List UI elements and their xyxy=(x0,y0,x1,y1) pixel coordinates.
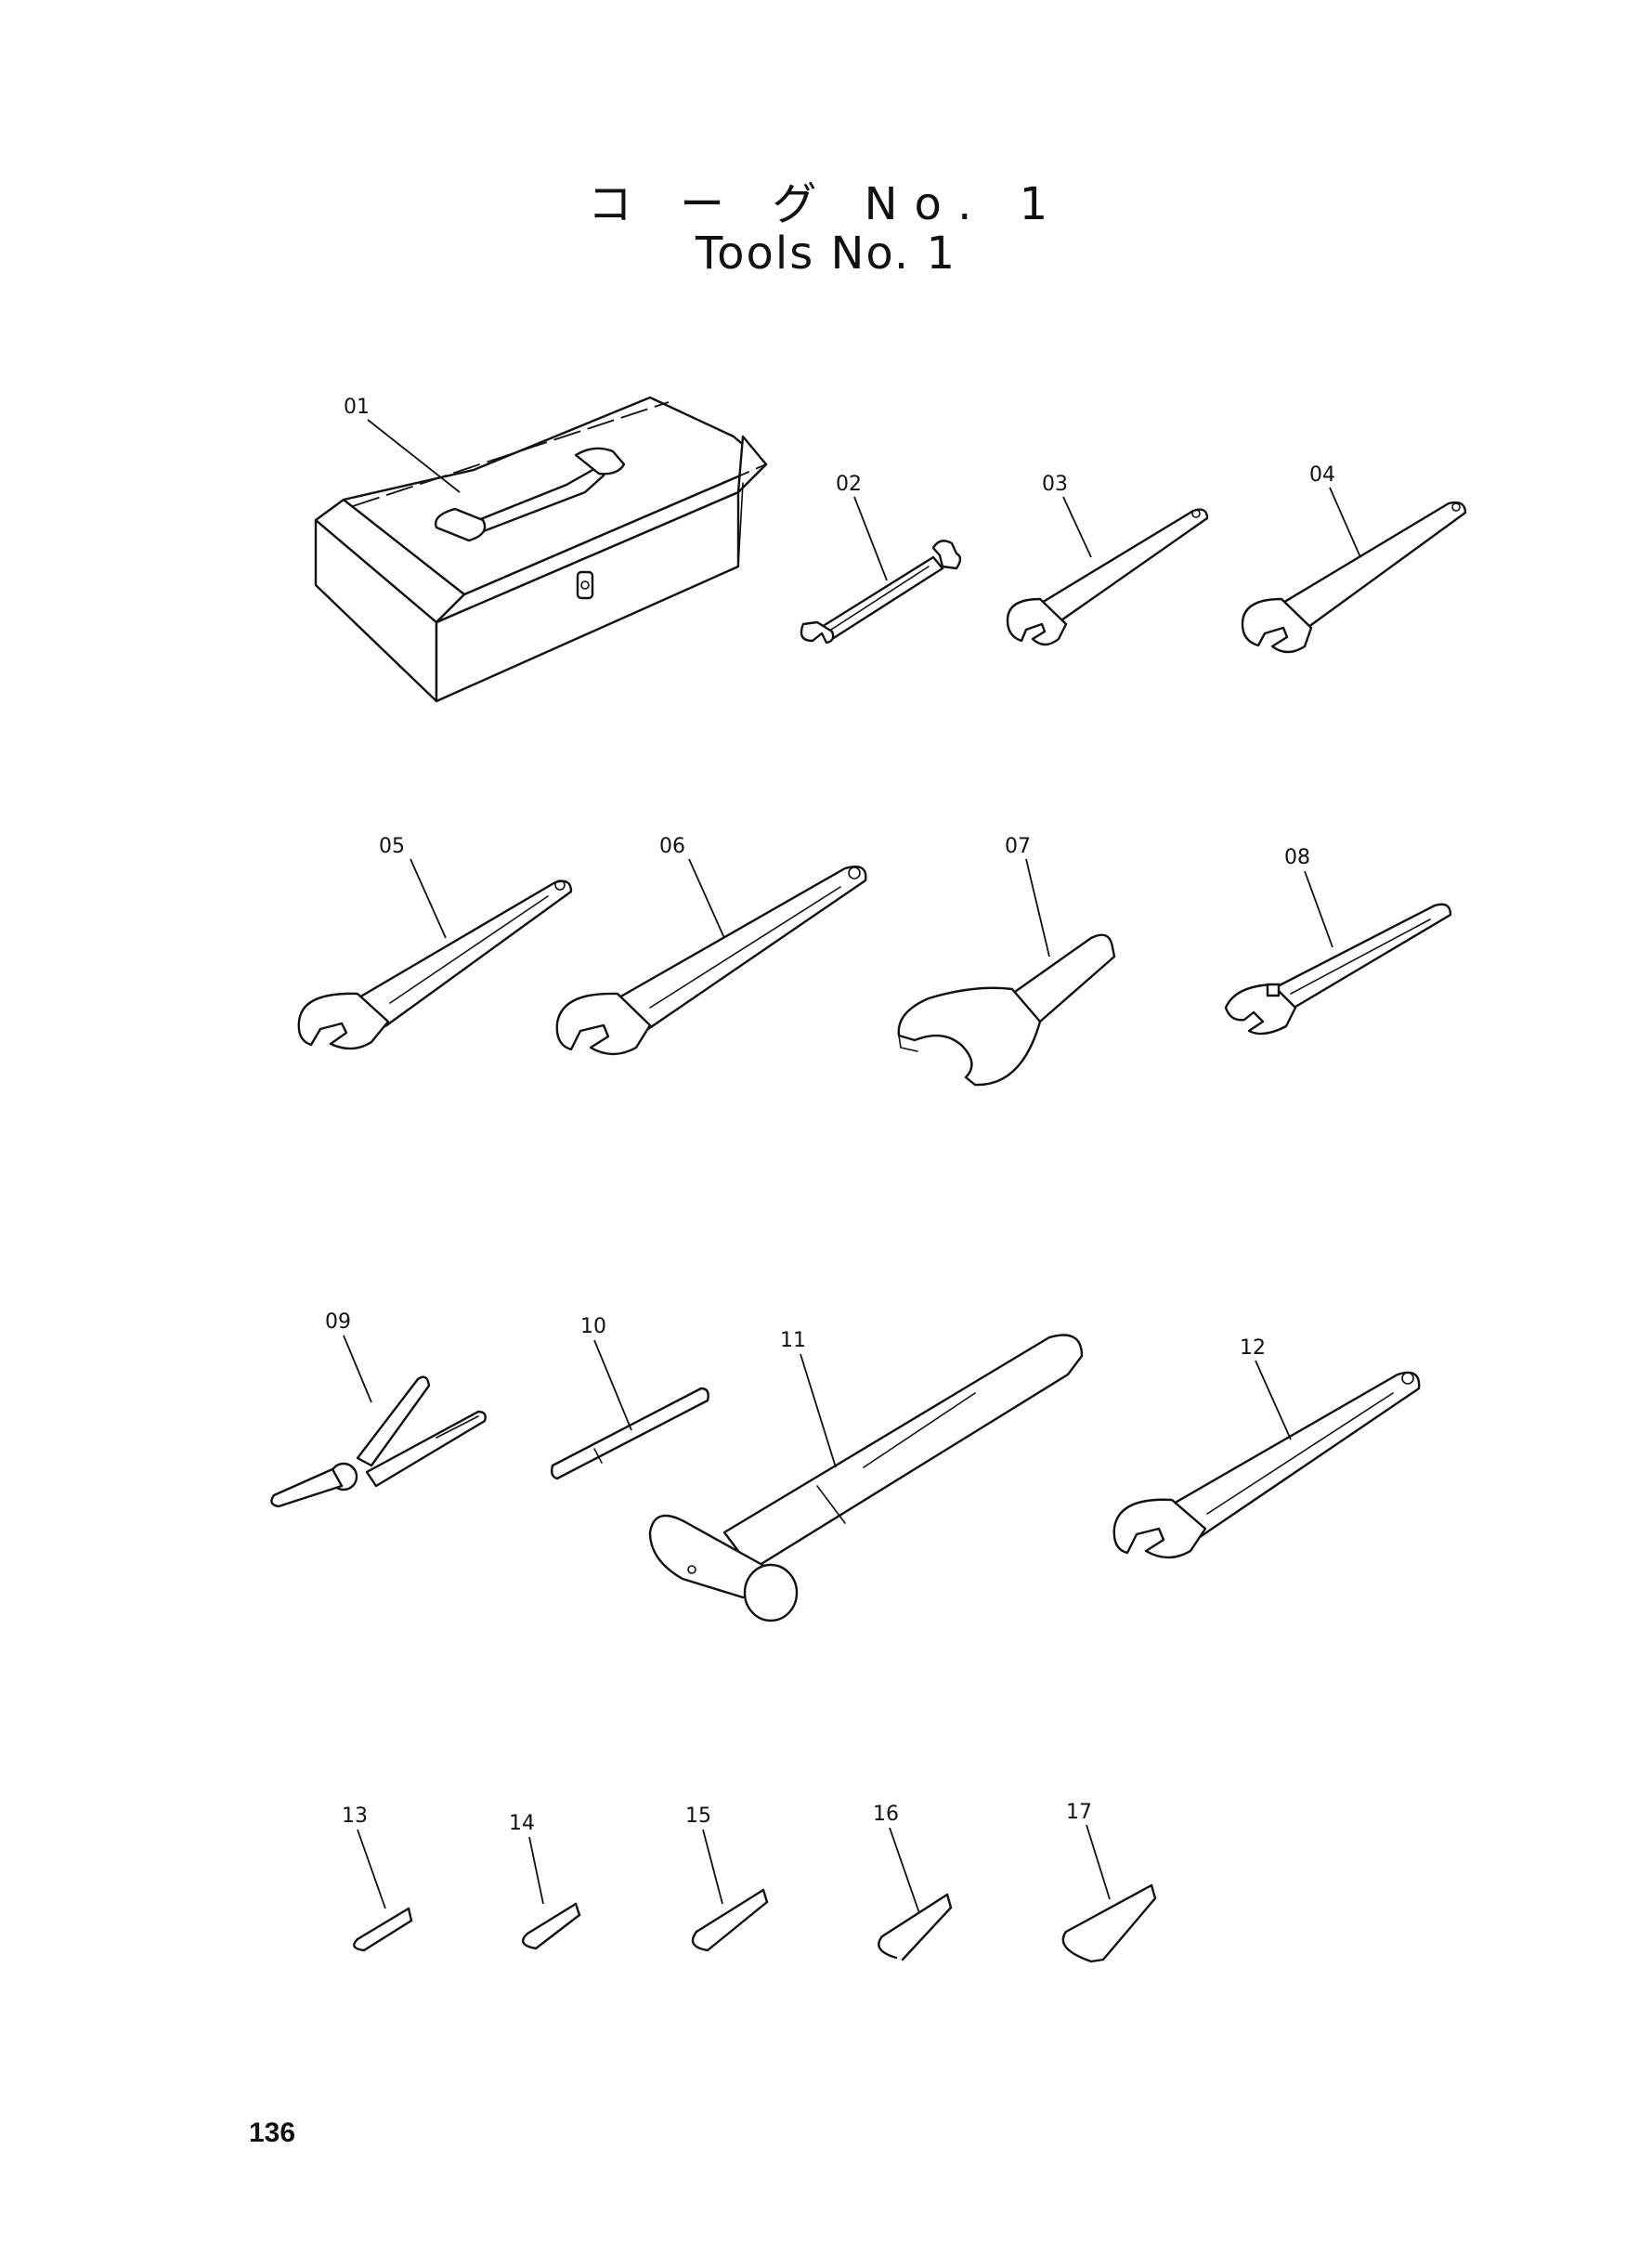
callout-leader-11 xyxy=(800,1353,837,1468)
callout-label-03: 03 xyxy=(1042,473,1068,496)
callout-label-11: 11 xyxy=(780,1329,806,1352)
callout-leader-17 xyxy=(1086,1824,1111,1900)
single-open-end-wrench-icon xyxy=(1241,501,1467,654)
callout-label-01: 01 xyxy=(344,396,370,419)
heavy-open-end-wrench-icon xyxy=(897,933,1116,1087)
callout-label-16: 16 xyxy=(873,1803,899,1826)
callout-label-08: 08 xyxy=(1284,846,1310,869)
hex-key-icon xyxy=(878,1893,953,1961)
pliers-icon xyxy=(270,1375,487,1508)
callout-leader-07 xyxy=(1025,858,1050,958)
callout-label-05: 05 xyxy=(379,835,405,858)
callout-label-15: 15 xyxy=(685,1804,711,1828)
page-title-japanese: コ ー グ No. 1 xyxy=(587,178,1065,230)
screwdriver-icon xyxy=(550,1387,709,1480)
hex-key-icon xyxy=(1061,1883,1157,1963)
callout-leader-03 xyxy=(1062,496,1092,558)
callout-leader-15 xyxy=(702,1829,723,1905)
callout-label-04: 04 xyxy=(1309,463,1335,487)
callout-label-10: 10 xyxy=(580,1315,606,1338)
hex-key-icon xyxy=(691,1888,769,1952)
callout-label-17: 17 xyxy=(1066,1801,1092,1824)
single-open-end-wrench-icon xyxy=(1112,1371,1421,1559)
callout-leader-06 xyxy=(688,858,725,939)
page-title-english: Tools No. 1 xyxy=(696,228,956,280)
hex-key-icon xyxy=(521,1902,581,1950)
callout-leader-16 xyxy=(889,1827,920,1914)
callout-leader-09 xyxy=(343,1335,372,1403)
callout-leader-08 xyxy=(1304,870,1333,948)
callout-label-06: 06 xyxy=(659,835,685,858)
page-number: 136 xyxy=(249,2117,296,2148)
callout-label-02: 02 xyxy=(836,473,862,496)
adjustable-wrench-icon xyxy=(1224,903,1452,1036)
callout-leader-13 xyxy=(357,1829,386,1909)
single-open-end-wrench-icon xyxy=(555,865,867,1056)
callout-label-07: 07 xyxy=(1005,835,1031,858)
callout-label-13: 13 xyxy=(342,1804,368,1828)
callout-leader-14 xyxy=(528,1836,544,1905)
single-open-end-wrench-icon xyxy=(1006,508,1209,646)
hex-key-icon xyxy=(353,1907,413,1952)
callout-leader-12 xyxy=(1255,1360,1292,1440)
ball-peen-hammer-icon xyxy=(648,1334,1084,1622)
callout-label-09: 09 xyxy=(325,1310,351,1334)
callout-leader-04 xyxy=(1329,487,1361,558)
callout-label-12: 12 xyxy=(1240,1336,1266,1360)
tool-box-icon xyxy=(314,396,768,703)
callout-leader-05 xyxy=(410,858,447,939)
callout-leader-01 xyxy=(367,419,461,493)
single-open-end-wrench-icon xyxy=(297,879,573,1050)
double-open-end-wrench-icon xyxy=(800,540,962,645)
callout-leader-02 xyxy=(853,496,888,581)
callout-label-14: 14 xyxy=(509,1812,535,1835)
callout-leader-10 xyxy=(593,1339,632,1431)
